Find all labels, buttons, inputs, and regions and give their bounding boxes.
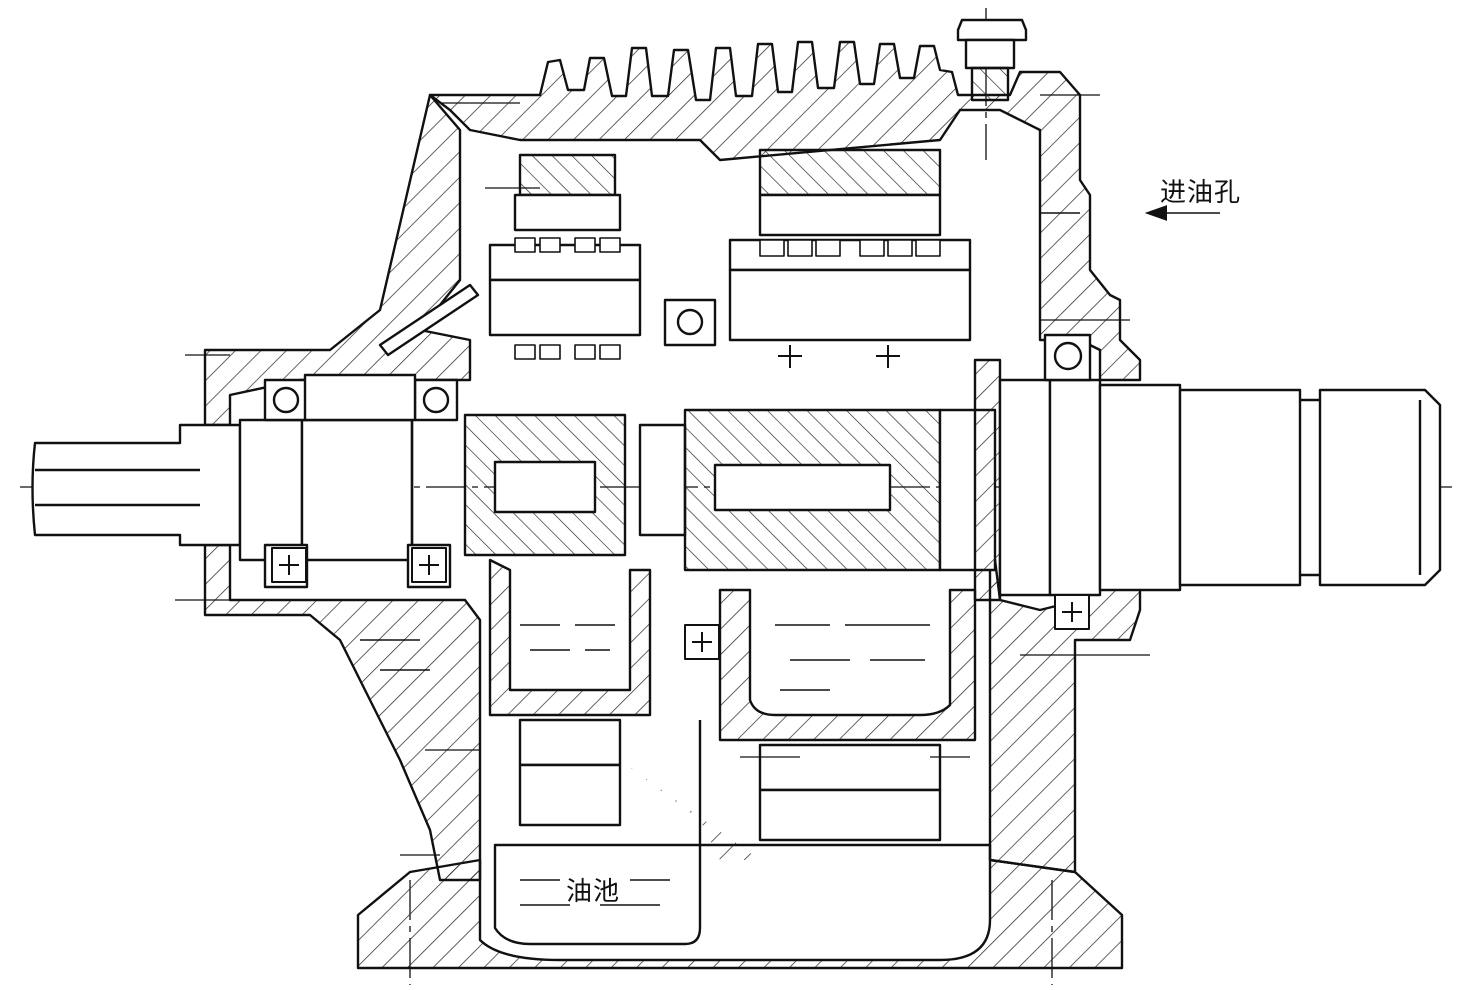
needle-rollers — [514, 237, 941, 360]
bearing-markers — [271, 345, 1090, 660]
output-shaft — [998, 378, 1442, 597]
tie-rod — [378, 283, 480, 357]
oil-inlet-label: 进油孔 — [1160, 178, 1242, 208]
leader-lines — [175, 94, 1150, 856]
oil-sump-label: 油池 — [566, 877, 621, 907]
input-shaft — [31, 418, 414, 562]
oil-level-marks — [360, 624, 930, 906]
breather-cap — [956, 18, 1028, 102]
central-gear-assembly — [463, 358, 1002, 602]
lower-oil-cavities — [488, 558, 992, 860]
base-foot — [356, 843, 1124, 970]
